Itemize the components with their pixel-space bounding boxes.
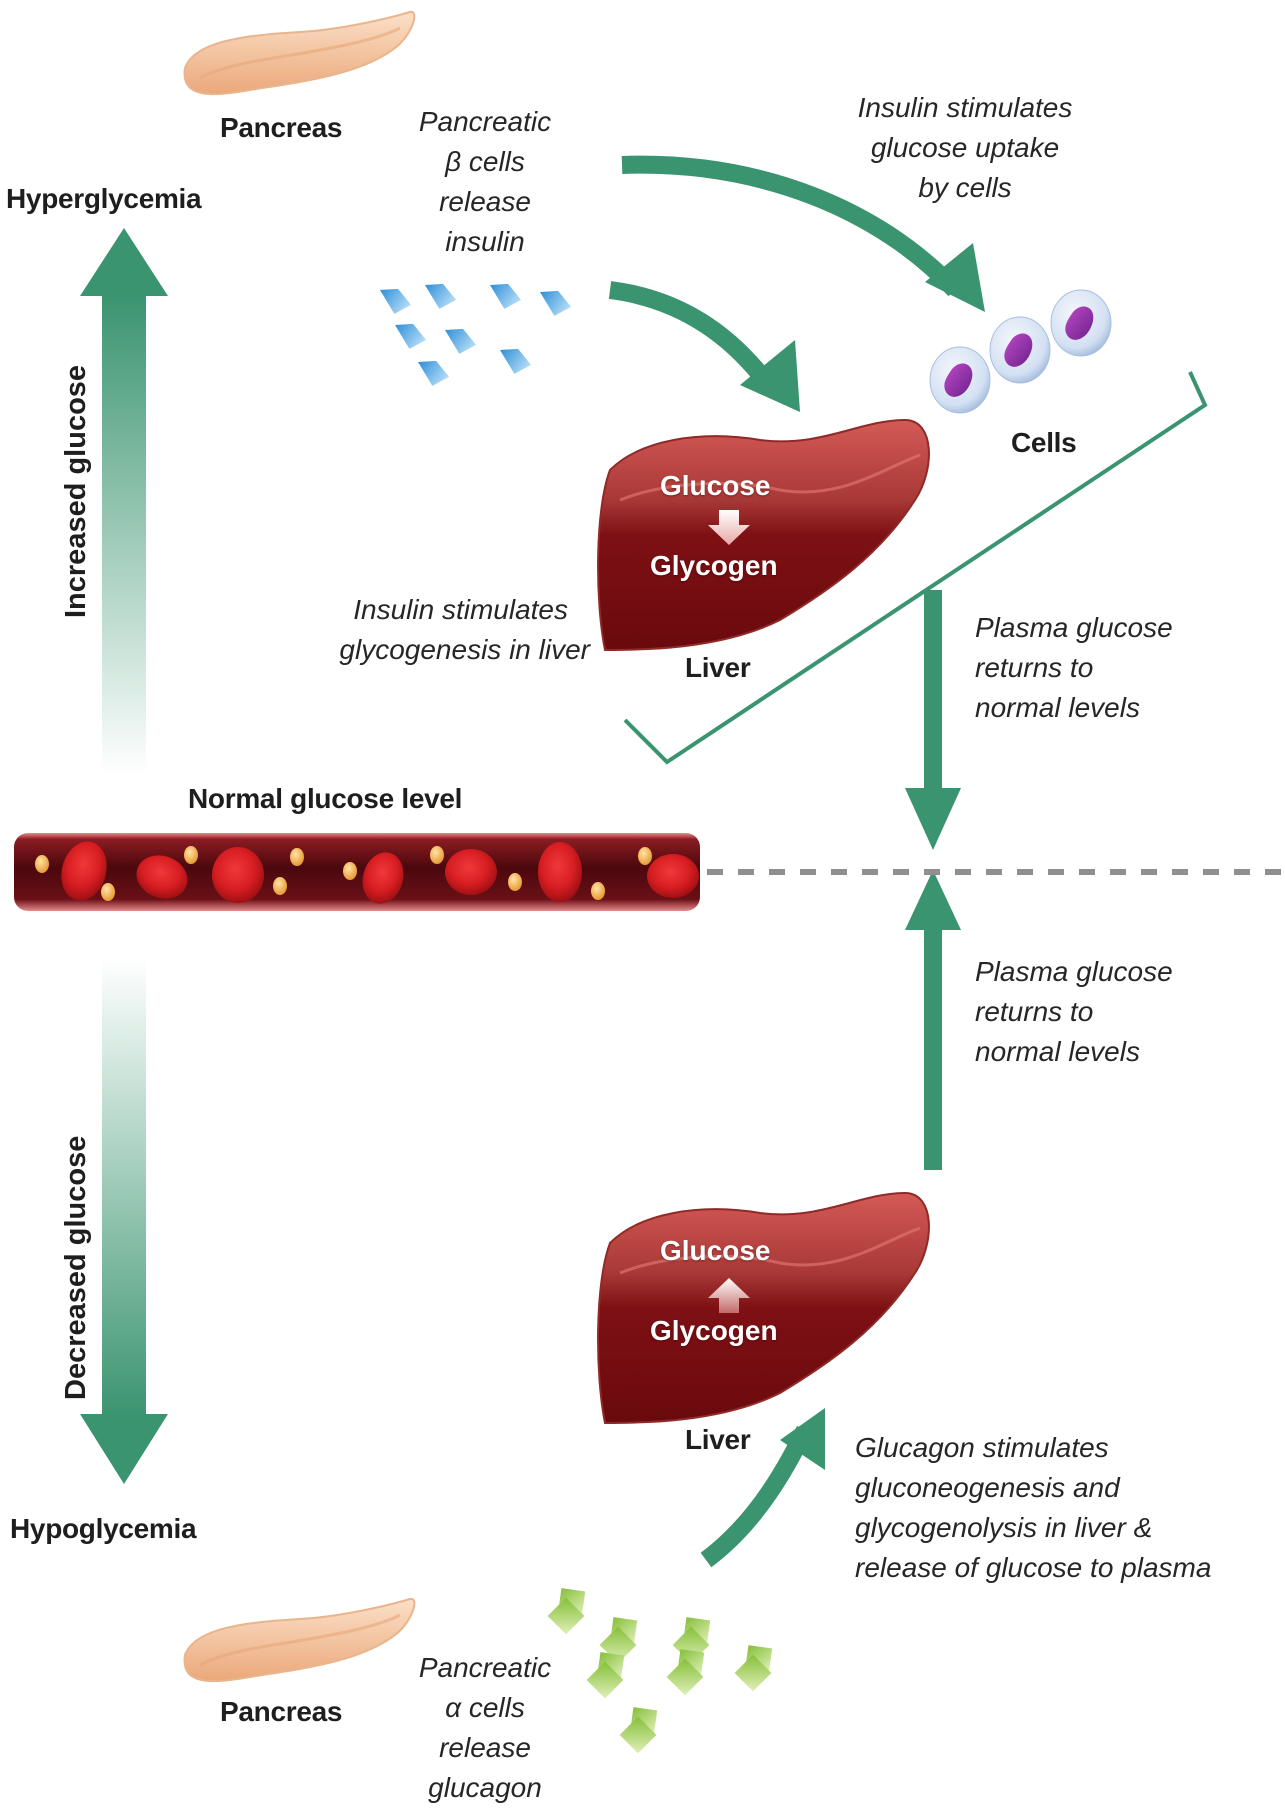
return-caption-top: Plasma glucose returns to normal levels: [975, 608, 1173, 728]
caption-line: normal levels: [975, 1036, 1140, 1067]
insulin-molecules: [380, 283, 572, 386]
body-cells: [929, 289, 1112, 414]
caption-line: glycogenesis in liver: [339, 634, 590, 665]
glucagon-molecules: [547, 1588, 773, 1754]
cells-uptake-caption: Insulin stimulates glucose uptake by cel…: [830, 88, 1100, 208]
caption-line: α cells: [445, 1692, 525, 1723]
caption-line: release: [439, 1732, 531, 1763]
arrow-to-cells: [621, 155, 985, 312]
liver-top-glucose: Glucose: [660, 470, 771, 501]
beta-cells-caption: Pancreatic β cells release insulin: [400, 102, 570, 262]
liver-bottom-label: Liver: [685, 1424, 751, 1455]
caption-line: β cells: [445, 146, 525, 177]
caption-line: Insulin stimulates: [353, 594, 568, 625]
increased-glucose-arrow: [80, 228, 168, 775]
alpha-cells-caption: Pancreatic α cells release glucagon: [400, 1648, 570, 1808]
glucose-to-glycogen-arrow: [708, 510, 750, 545]
caption-line: release: [439, 186, 531, 217]
hypoglycemia-label: Hypoglycemia: [10, 1513, 197, 1544]
arrow-to-liver-bottom: [700, 1408, 825, 1568]
liver-bottom-glycogen: Glycogen: [650, 1315, 778, 1346]
decreased-glucose-arrow: [80, 958, 168, 1484]
caption-line: glucose uptake: [870, 132, 1060, 163]
glucagon-caption: Glucagon stimulates gluconeogenesis and …: [855, 1428, 1211, 1588]
normal-glucose-label: Normal glucose level: [188, 783, 463, 814]
liver-bottom-glucose: Glucose: [660, 1235, 771, 1266]
glycogen-to-glucose-arrow: [708, 1278, 750, 1313]
caption-line: release of glucose to plasma: [855, 1552, 1212, 1583]
red-blood-cells: [61, 841, 699, 904]
caption-line: by cells: [918, 172, 1012, 203]
return-caption-bottom: Plasma glucose returns to normal levels: [975, 952, 1173, 1072]
caption-line: Pancreatic: [418, 106, 552, 137]
caption-line: insulin: [445, 226, 525, 257]
pancreas-top-label: Pancreas: [220, 112, 343, 143]
cells-label: Cells: [1011, 427, 1077, 458]
balance-bracket: [623, 371, 1208, 765]
caption-line: returns to: [975, 652, 1094, 683]
caption-line: normal levels: [975, 692, 1140, 723]
caption-line: returns to: [975, 996, 1094, 1027]
glycogenesis-caption: Insulin stimulates glycogenesis in liver: [290, 590, 590, 670]
caption-line: Glucagon stimulates: [855, 1432, 1109, 1463]
increased-glucose-label: Increased glucose: [60, 364, 92, 618]
pancreas-bottom-label: Pancreas: [220, 1696, 343, 1727]
decreased-glucose-label: Decreased glucose: [60, 1135, 92, 1400]
caption-line: Insulin stimulates: [857, 92, 1073, 123]
caption-line: gluconeogenesis and: [855, 1472, 1120, 1503]
glucose-particles: [35, 846, 652, 901]
arrow-to-liver-top: [608, 281, 800, 412]
return-arrow-down: [905, 590, 961, 850]
caption-line: glucagon: [428, 1772, 542, 1803]
pancreas-top-illustration: [183, 11, 416, 96]
caption-line: Plasma glucose: [975, 612, 1173, 643]
blood-vessel: [14, 833, 700, 911]
caption-line: Plasma glucose: [975, 956, 1173, 987]
caption-line: Pancreatic: [418, 1652, 552, 1683]
return-arrow-up: [905, 870, 961, 1170]
liver-top-illustration: [597, 418, 930, 652]
liver-top-glycogen: Glycogen: [650, 550, 778, 581]
liver-top-label: Liver: [685, 652, 751, 683]
caption-line: glycogenolysis in liver &: [855, 1512, 1153, 1543]
liver-bottom-illustration: [597, 1191, 930, 1425]
hyperglycemia-label: Hyperglycemia: [6, 183, 202, 214]
pancreas-bottom-illustration: [183, 1598, 416, 1683]
